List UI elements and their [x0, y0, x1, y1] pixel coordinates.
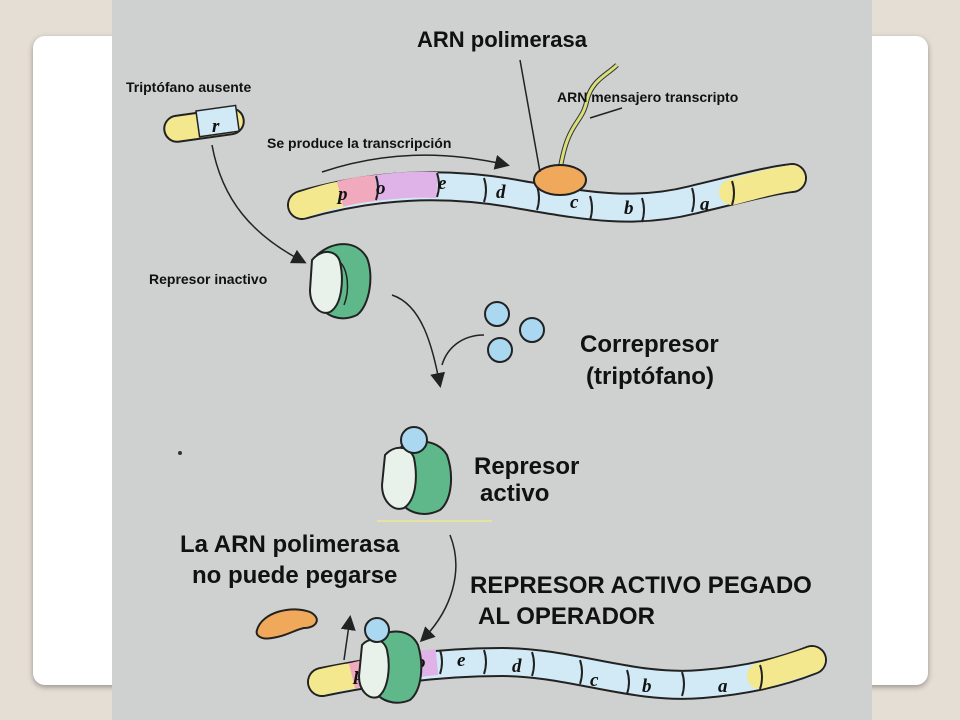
label-bound-repressor: REPRESOR ACTIVO PEGADO: [470, 572, 812, 599]
diagram-graphics: r p o e d c b a: [163, 59, 827, 704]
operon-diagram: r p o e d c b a: [112, 0, 872, 720]
label-transcription-occurs: Se produce la transcripción: [267, 135, 452, 151]
top-gene-e: e: [438, 173, 447, 194]
bottom-gene-e: e: [457, 650, 466, 671]
label-cannot-bind-2: no puede pegarse: [192, 562, 398, 589]
active-repressor-protein: [377, 426, 492, 522]
stray-dot: [178, 451, 182, 455]
top-gene-d: d: [496, 182, 506, 203]
label-mrna-transcribed: ARN mensajero transcripto: [557, 89, 739, 105]
expression-arrow: [211, 144, 307, 264]
label-cannot-bind: La ARN polimerasa: [180, 531, 400, 558]
dna-strand-top: p o e d c b a: [287, 163, 807, 223]
label-active-repressor: Represor: [474, 453, 580, 480]
label-inactive-repressor: Represor inactivo: [149, 271, 268, 287]
regulator-gene-letter: r: [212, 116, 220, 137]
rna-polymerase: [519, 59, 623, 196]
bottom-gene-d: d: [512, 656, 522, 677]
label-rna-polymerase: ARN polimerasa: [417, 27, 587, 52]
top-gene-b: b: [624, 198, 634, 219]
bottom-gene-p: p: [352, 664, 364, 685]
corepressor-molecules: [484, 301, 545, 363]
label-active-repressor-2: activo: [480, 480, 550, 507]
label-corepressor-tryptophan: (triptófano): [586, 363, 714, 390]
top-gene-o: o: [376, 178, 386, 199]
detached-rna-polymerase: [255, 608, 356, 661]
bottom-gene-b: b: [642, 676, 652, 697]
activation-arrow: [391, 294, 446, 388]
top-gene-p: p: [336, 184, 348, 205]
binding-arrow: [419, 534, 457, 643]
top-gene-c: c: [570, 192, 579, 213]
transcription-arrow: [321, 154, 510, 173]
regulator-gene: r: [163, 104, 245, 143]
label-tryptophan-absent: Triptófano ausente: [126, 79, 252, 95]
corepressor-join-line: [441, 334, 485, 366]
label-corepressor: Correpresor: [580, 331, 719, 358]
top-gene-a: a: [700, 194, 710, 215]
bottom-gene-a: a: [718, 676, 728, 697]
bottom-gene-c: c: [590, 670, 599, 691]
label-bound-repressor-2: AL OPERADOR: [478, 603, 655, 630]
inactive-repressor-protein: [308, 243, 372, 320]
bound-repressor-protein: [357, 617, 423, 704]
